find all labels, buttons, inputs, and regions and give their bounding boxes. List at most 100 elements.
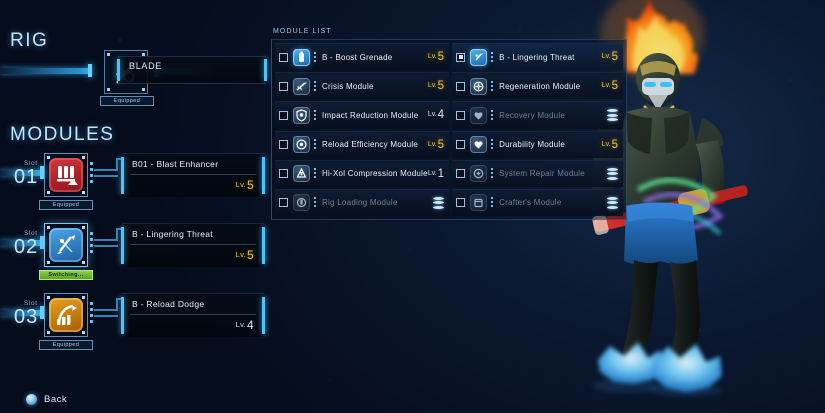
level-prefix: Lv.: [601, 82, 611, 90]
row-checkbox[interactable]: [456, 52, 466, 62]
crisis-icon: [293, 77, 310, 95]
level-value: 4: [247, 318, 254, 332]
system-repair-icon: [470, 165, 488, 183]
module-list-row[interactable]: Impact Reduction Module Lv.4: [275, 101, 450, 129]
row-module-name: Regeneration Module: [499, 81, 581, 91]
corner-mark: [47, 261, 50, 264]
character-illustration: [591, 0, 748, 397]
row-checkbox[interactable]: [279, 52, 288, 62]
row-checkbox[interactable]: [279, 81, 288, 91]
back-button-label[interactable]: Back: [44, 394, 68, 405]
row-level-badge: Lv.4: [428, 109, 444, 121]
row-drag-handle-icon[interactable]: [491, 51, 494, 63]
row-module-name: Crafter's Module: [499, 198, 562, 208]
corner-mark: [82, 331, 85, 334]
boost-grenade-icon: [293, 48, 310, 66]
crafters-icon: [470, 194, 488, 212]
rig-name-plate[interactable]: BLADE: [117, 56, 267, 84]
module-level-03: Lv.4: [236, 318, 254, 332]
rig-slot-row[interactable]: BLADE Equipped: [0, 48, 268, 106]
rig-item-name: BLADE: [129, 61, 163, 71]
slot-connector: [0, 170, 40, 176]
row-drag-handle-icon[interactable]: [491, 168, 494, 180]
row-drag-handle-icon[interactable]: [314, 168, 316, 180]
module-icon-box-02[interactable]: [44, 223, 88, 267]
row-module-name: System Repair Module: [499, 169, 585, 179]
module-slot-01[interactable]: Slot 01 Equipped: [0, 150, 270, 218]
footer-actions[interactable]: Back: [26, 394, 67, 405]
row-drag-handle-icon[interactable]: [491, 80, 494, 92]
row-checkbox[interactable]: [456, 81, 466, 91]
module-name-plate-03[interactable]: B - Reload Dodge Lv.4: [121, 293, 265, 337]
module-list-row[interactable]: Rig Loading Module: [275, 188, 450, 217]
module-slot-02[interactable]: Slot 02 Switching...: [0, 220, 270, 288]
level-value: 5: [437, 51, 445, 64]
level-prefix: Lv.: [427, 82, 437, 90]
row-checkbox[interactable]: [456, 110, 466, 120]
row-checkbox[interactable]: [456, 169, 466, 179]
row-checkbox[interactable]: [279, 110, 288, 120]
plate-edge: [121, 157, 124, 194]
plate-divider: [130, 244, 256, 245]
module-icon-box-03[interactable]: [44, 293, 88, 337]
module-name-plate-02[interactable]: B - Lingering Threat Lv.5: [121, 223, 265, 267]
row-drag-handle-icon[interactable]: [314, 51, 316, 63]
plate-edge: [262, 157, 265, 194]
level-prefix: Lv.: [427, 53, 437, 61]
slot-number-03: 03: [14, 306, 39, 328]
plate-edge: [117, 59, 120, 81]
row-checkbox[interactable]: [279, 140, 288, 150]
row-drag-handle-icon[interactable]: [314, 80, 316, 92]
module-list-row[interactable]: Recovery Module: [452, 101, 623, 129]
row-level-badge: Lv.5: [428, 80, 444, 92]
corner-mark: [47, 296, 50, 299]
row-level-badge: Lv.5: [602, 51, 618, 63]
row-checkbox[interactable]: [279, 198, 288, 208]
module-name-03: B - Reload Dodge: [132, 299, 205, 309]
corner-mark: [82, 296, 85, 299]
circle-button-icon: [26, 394, 37, 405]
level-value: 5: [611, 51, 618, 64]
slot-label-01: Slot: [24, 160, 38, 167]
rig-connector-left: [0, 68, 88, 74]
module-list-row[interactable]: System Repair Module: [452, 159, 623, 187]
slot-label-03: Slot: [24, 300, 38, 307]
module-name-plate-01[interactable]: B01 - Blast Enhancer Lv.5: [121, 153, 265, 197]
slot-connector: [0, 240, 40, 246]
module-icon-box-01[interactable]: [44, 153, 88, 197]
row-module-name: Impact Reduction Module: [322, 110, 419, 120]
level-prefix: Lv.: [235, 250, 247, 259]
row-checkbox[interactable]: [456, 140, 466, 150]
corner-mark: [82, 156, 85, 159]
row-drag-handle-icon[interactable]: [314, 139, 316, 151]
module-slot-03[interactable]: Slot 03 Equipped: [0, 290, 270, 358]
module-status-badge-02: Switching...: [39, 270, 93, 280]
row-module-name: Hi-Xol Compression Module: [322, 169, 428, 179]
row-checkbox[interactable]: [456, 198, 466, 208]
row-drag-handle-icon[interactable]: [491, 197, 494, 209]
row-level-badge: Lv.5: [428, 51, 444, 63]
stack-count-icon: [607, 167, 618, 180]
gear-icon: [293, 136, 310, 154]
plate-divider: [130, 174, 256, 175]
row-drag-handle-icon[interactable]: [314, 109, 316, 121]
row-checkbox[interactable]: [279, 169, 288, 179]
module-level-02: Lv.5: [236, 248, 254, 262]
row-drag-handle-icon[interactable]: [491, 139, 494, 151]
level-value: 5: [611, 138, 618, 151]
plate-edge: [262, 227, 265, 264]
row-drag-handle-icon[interactable]: [314, 197, 316, 209]
module-list-row[interactable]: Crafter's Module: [452, 188, 623, 217]
row-drag-handle-icon[interactable]: [491, 109, 494, 121]
